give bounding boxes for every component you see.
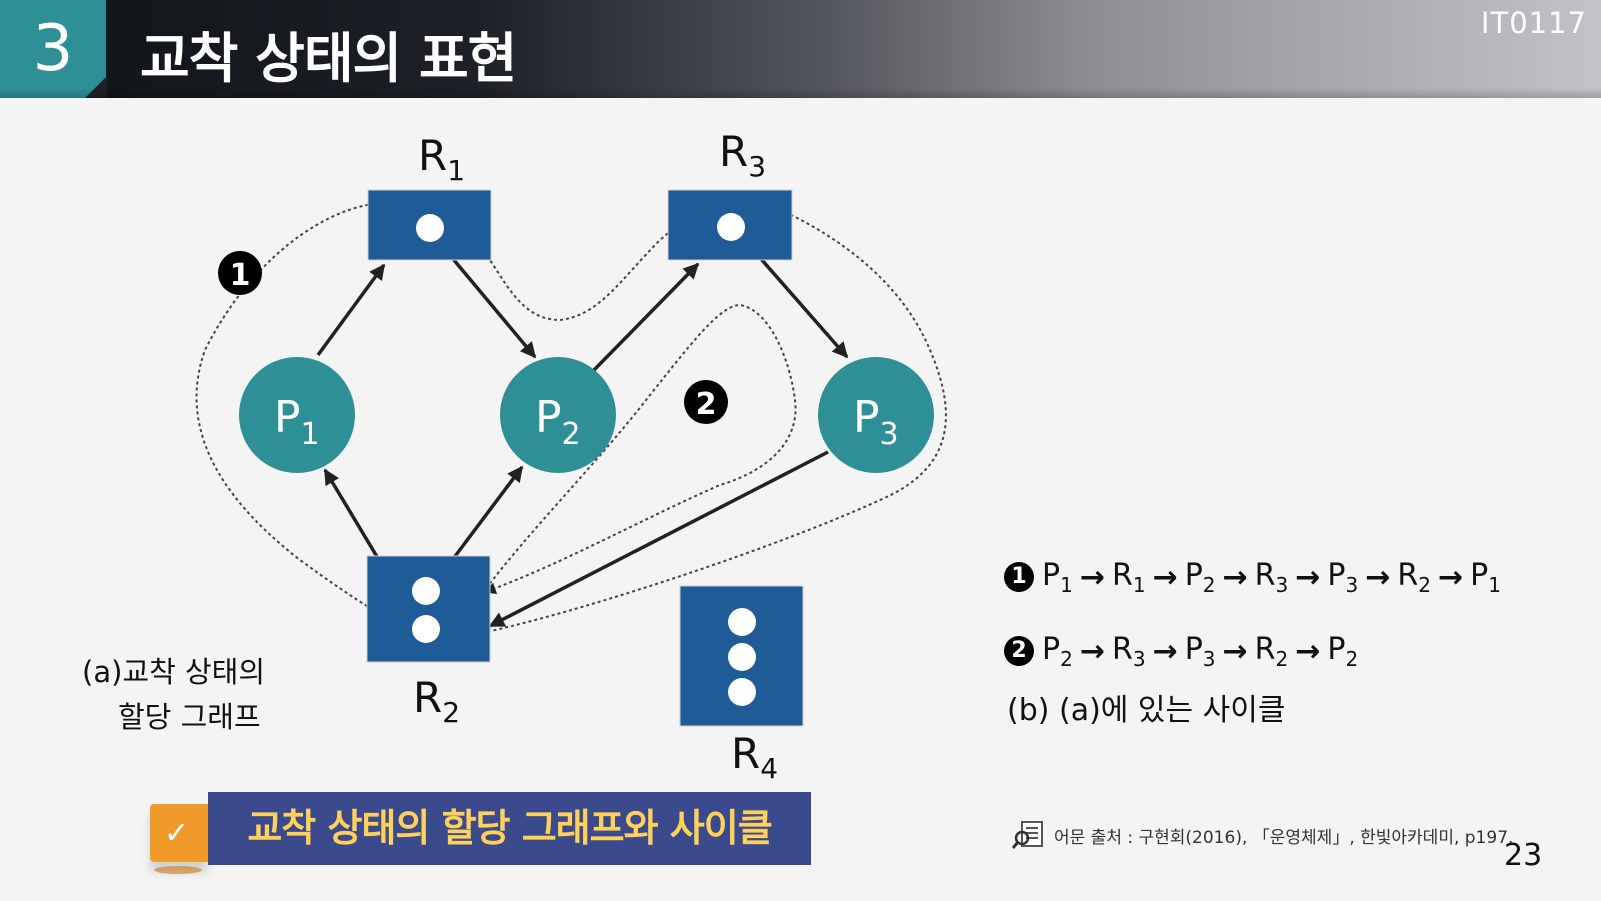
source-text: 어문 출처 : 구현회(2016), 「운영체제」, 한빛아카데미, p197.: [1054, 827, 1514, 848]
summary-banner: ✓ 교착 상태의 할당 그래프와 사이클: [150, 792, 811, 882]
resource-r2-label: R2: [413, 673, 460, 729]
slide-header: 3 교착 상태의 표현 IT0117: [0, 0, 1601, 98]
resource-r3: R3: [667, 127, 793, 261]
resource-r2: R2: [366, 555, 491, 729]
resource-r1-label: R1: [418, 131, 465, 187]
slide-title: 교착 상태의 표현: [140, 27, 517, 90]
cycle-node: P1: [1470, 557, 1501, 597]
edge-p2-r3: [592, 262, 700, 372]
arrow-right-icon: →: [1365, 559, 1391, 595]
arrow-right-icon: →: [1222, 559, 1248, 595]
arrow-right-icon: →: [1152, 633, 1178, 669]
process-p3-label: P3: [853, 392, 899, 452]
resource-r1: R1: [367, 131, 492, 261]
cycle-node: P1: [1042, 557, 1073, 597]
arrow-right-icon: →: [1079, 559, 1105, 595]
process-p2: P2: [500, 357, 616, 473]
cycle-badge: 1: [1004, 562, 1034, 592]
arrow-right-icon: →: [1295, 559, 1321, 595]
cycle-marker-2: 2: [684, 380, 728, 424]
arrow-right-icon: →: [1222, 633, 1248, 669]
resource-r4-label: R4: [731, 729, 778, 785]
edge-p3-r2: [488, 450, 829, 628]
section-number: 3: [0, 0, 107, 98]
document-search-icon: [1012, 821, 1043, 849]
banner-title: 교착 상태의 할당 그래프와 사이클: [208, 792, 811, 865]
checkmark-icon: ✓: [164, 816, 190, 851]
arrow-right-icon: →: [1295, 633, 1321, 669]
page-number: 23: [1504, 838, 1543, 873]
course-code: IT0117: [1480, 6, 1587, 40]
cycle-marker-1: 1: [218, 251, 262, 295]
caption-a: (a)교착 상태의 할당 그래프: [82, 650, 265, 740]
cycle-1-outline: [195, 198, 947, 642]
resource-r4: R4: [679, 585, 804, 785]
cycle-2-outline: [414, 303, 797, 616]
cycle-node: P2: [1327, 631, 1359, 671]
resource-r3-label: R3: [719, 127, 766, 183]
cycle-node: P2: [1042, 631, 1073, 671]
caption-a-line2: 할당 그래프: [118, 700, 261, 734]
source-citation: 어문 출처 : 구현회(2016), 「운영체제」, 한빛아카데미, p197.: [1012, 820, 1513, 850]
cycle-badge: 2: [1004, 636, 1034, 666]
cycle-node: R2: [1397, 557, 1431, 597]
arrow-right-icon: →: [1437, 559, 1464, 595]
process-p1-label: P1: [274, 392, 320, 452]
process-p1: P1: [239, 357, 355, 473]
caption-b: (b) (a)에 있는 사이클: [1007, 693, 1286, 728]
cycle-node: P2: [1184, 557, 1216, 597]
process-p3: P3: [818, 357, 934, 473]
cycle-node: R1: [1111, 557, 1146, 597]
cycle-node: R3: [1111, 631, 1146, 671]
cycle-node: R3: [1254, 557, 1289, 597]
cycle-node: P3: [1184, 631, 1216, 671]
banner-flag: ✓: [150, 804, 208, 874]
arrow-right-icon: →: [1152, 559, 1178, 595]
process-p2-label: P2: [535, 392, 581, 452]
caption-a-line1: (a)교착 상태의: [82, 655, 266, 689]
cycle-node: P3: [1327, 557, 1359, 597]
svg-text:2: 2: [696, 387, 717, 422]
arrow-right-icon: →: [1079, 633, 1105, 669]
svg-text:1: 1: [230, 258, 251, 293]
edge-p1-r1: [316, 263, 386, 357]
cycle-node: R2: [1254, 631, 1289, 671]
